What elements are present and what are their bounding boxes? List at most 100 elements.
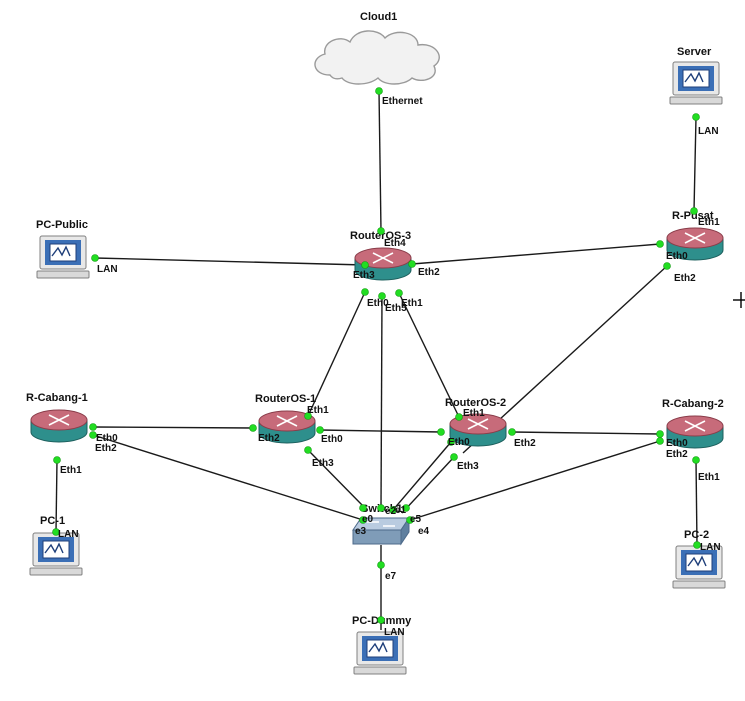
node-label-routeros3: RouterOS-3 — [350, 230, 411, 242]
crosshair-cursor-icon — [733, 292, 745, 308]
port-status-dot — [408, 260, 416, 268]
switch-icon — [352, 516, 410, 546]
port-label: Eth3 — [353, 270, 375, 281]
port-status-dot — [389, 506, 397, 514]
link-routeros3-routeros2[interactable] — [398, 292, 460, 418]
node-label-pc-2: PC-2 — [684, 529, 709, 541]
link-rcabang1-routeros1[interactable] — [92, 426, 254, 429]
port-status-dot — [89, 431, 97, 439]
port-label: Eth2 — [95, 443, 117, 454]
port-status-dot — [359, 516, 367, 524]
port-status-dot — [361, 261, 369, 269]
port-status-dot — [316, 426, 324, 434]
link-routeros1-switch1[interactable] — [307, 449, 366, 509]
port-label: e1 — [395, 505, 407, 516]
node-label-routeros1: RouterOS-1 — [255, 393, 316, 405]
port-status-dot — [377, 616, 385, 624]
node-label-server: Server — [677, 46, 712, 58]
link-routeros2-switch1-b[interactable] — [401, 456, 455, 514]
port-label: Eth1 — [463, 408, 485, 419]
link-routeros3-switch1[interactable] — [380, 295, 383, 509]
link-cloud1-routeros3[interactable] — [378, 90, 382, 232]
port-status-dot — [89, 423, 97, 431]
port-status-dot — [304, 412, 312, 420]
port-label: Eth5 — [385, 303, 407, 314]
link-routeros1-routeros2[interactable] — [319, 429, 442, 433]
port-status-dot — [52, 528, 60, 536]
port-label: LAN — [698, 126, 719, 137]
port-label: Eth0 — [96, 433, 118, 444]
node-pc-public[interactable]: PC-Public — [36, 219, 90, 279]
port-label: LAN — [700, 542, 721, 553]
port-label: e5 — [410, 514, 422, 525]
node-label-r-cabang-1: R-Cabang-1 — [26, 392, 88, 404]
router-icon — [666, 415, 724, 449]
port-status-dot — [375, 87, 383, 95]
node-cloud1[interactable]: Cloud1 — [314, 11, 440, 85]
port-label: Eth1 — [60, 465, 82, 476]
node-routeros2[interactable]: RouterOS-2 — [445, 397, 507, 447]
node-r-cabang-2[interactable]: R-Cabang-2 — [662, 398, 724, 449]
router-icon — [354, 247, 412, 281]
port-status-dot — [692, 113, 700, 121]
cloud-icon — [314, 30, 440, 85]
node-routeros1[interactable]: RouterOS-1 — [255, 393, 316, 444]
port-status-dot — [693, 541, 701, 549]
port-label: Eth4 — [384, 238, 406, 249]
node-routeros3[interactable]: RouterOS-3 — [350, 230, 412, 281]
port-status-dot — [447, 438, 455, 446]
node-r-cabang-1[interactable]: R-Cabang-1 — [26, 392, 88, 443]
port-label: e4 — [418, 526, 430, 537]
port-label: Eth1 — [401, 298, 423, 309]
port-status-dot — [361, 288, 369, 296]
link-rcabang1-switch1[interactable] — [92, 434, 364, 521]
port-status-dot — [437, 428, 445, 436]
port-label: Eth3 — [457, 461, 479, 472]
link-routeros2-switch1-a[interactable] — [392, 441, 452, 511]
port-status-dot — [663, 262, 671, 270]
pc-icon — [36, 235, 90, 279]
port-label: Eth1 — [698, 472, 720, 483]
node-label-r-pusat: R-Pusat — [672, 210, 714, 222]
port-status-dot — [249, 424, 257, 432]
link-routeros3-routeros1[interactable] — [307, 291, 366, 417]
node-label-r-cabang-2: R-Cabang-2 — [662, 398, 724, 410]
node-pc-1[interactable]: PC-1 — [29, 515, 83, 576]
link-server-rpusat[interactable] — [693, 116, 697, 212]
port-label: e2 — [385, 506, 397, 517]
port-label: Eth0 — [448, 437, 470, 448]
port-status-dot — [690, 207, 698, 215]
port-status-dot — [359, 504, 367, 512]
node-label-cloud1: Cloud1 — [360, 11, 397, 23]
pc-icon — [29, 532, 83, 576]
port-label: Eth2 — [674, 273, 696, 284]
port-status-dot — [53, 456, 61, 464]
port-label: Eth0 — [666, 438, 688, 449]
port-labels: Ethernet Eth4 Eth3 Eth2 Eth0 Eth5 Eth1 L… — [58, 96, 721, 638]
port-label: Eth2 — [258, 433, 280, 444]
link-rcabang2-pc2[interactable] — [695, 459, 698, 546]
node-server[interactable]: Server — [669, 46, 723, 105]
port-label: Eth1 — [307, 405, 329, 416]
node-pc-2[interactable]: PC-2 — [672, 529, 726, 589]
node-label-pc-public: PC-Public — [36, 219, 88, 231]
link-rcabang2-switch1[interactable] — [409, 440, 661, 521]
port-label: LAN — [384, 627, 405, 638]
port-label: Eth0 — [321, 434, 343, 445]
link-pcpublic-routeros3[interactable] — [94, 257, 366, 266]
router-icon — [666, 227, 724, 261]
port-status-dot — [91, 254, 99, 262]
node-pc-dummy[interactable]: PC-Dummy — [352, 615, 412, 675]
node-label-pc-1: PC-1 — [40, 515, 65, 527]
port-status-dot — [455, 413, 463, 421]
node-r-pusat[interactable]: R-Pusat — [666, 210, 724, 261]
pc-icon — [353, 631, 407, 675]
link-rcabang1-pc1[interactable] — [55, 459, 58, 533]
link-routeros3-rpusat[interactable] — [411, 243, 661, 265]
port-status-dot — [377, 561, 385, 569]
port-status-dot — [304, 446, 312, 454]
port-label: e0 — [362, 514, 374, 525]
router-icon — [449, 413, 507, 447]
link-routeros2-rcabang2[interactable] — [511, 431, 661, 435]
